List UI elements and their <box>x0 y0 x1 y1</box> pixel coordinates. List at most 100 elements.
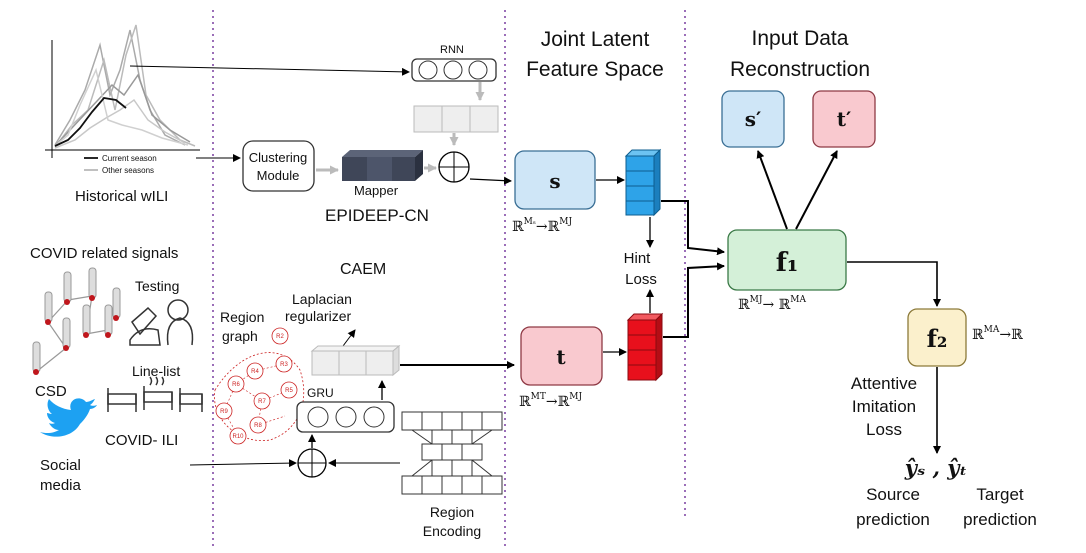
f1-label: f₁ <box>776 248 799 278</box>
target-prediction-label-2: prediction <box>963 510 1037 529</box>
laplacian-label-2: regularizer <box>285 308 351 324</box>
region-graph-label-1: Region <box>220 309 264 325</box>
graph-node-label: R10 <box>232 434 244 440</box>
t-prime-label: t′ <box>837 107 852 131</box>
attentive-label-2: Imitation <box>852 397 916 416</box>
csd-label: CSD <box>35 383 67 400</box>
gru-label: GRU <box>307 386 334 400</box>
recon-title-1: Input Data <box>752 27 849 50</box>
f2-label: f₂ <box>927 324 948 353</box>
testing-label: Testing <box>135 278 179 294</box>
f2-map-arrow: →ℝ <box>999 327 1023 343</box>
arrow-sum-to-s <box>469 176 512 185</box>
graph-node-label: R3 <box>280 362 288 368</box>
social-label-2: media <box>40 477 82 494</box>
arrow-signals-to-sum <box>189 459 297 468</box>
clustering-label-1: Clustering <box>249 150 308 165</box>
twitter-bird-icon <box>40 398 97 437</box>
region-encoding-label-2: Encoding <box>423 523 481 539</box>
graph-node-label: R2 <box>276 334 284 340</box>
mapper-block <box>342 150 423 181</box>
t-map-arrow: →ℝ <box>546 394 570 410</box>
f1-box <box>727 229 847 291</box>
region-encoding-label-1: Region <box>430 504 474 520</box>
connector-f1-to-f2 <box>847 261 941 307</box>
graph-node-label: R9 <box>220 409 228 415</box>
outputs-label: ŷₛ , ŷₜ <box>904 455 967 480</box>
f1-map-sup1: MJ <box>750 295 763 305</box>
rnn-embedding-vector <box>413 105 499 133</box>
rnn-block <box>411 58 497 82</box>
joint-title-2: Feature Space <box>526 58 664 81</box>
s-box <box>514 150 596 210</box>
s-prime-box <box>721 90 785 148</box>
arrow-plot-to-rnn <box>129 65 410 76</box>
sum-node-epideep <box>438 151 470 183</box>
f1-map-base: ℝ <box>738 297 750 313</box>
s-mapping: ℝMₛ→ℝMJ <box>512 217 572 235</box>
hospital-beds-icon <box>107 376 203 412</box>
region-graph-node-labels: R2 R4 R3 R6 R5 R7 R8 R9 R10 <box>220 334 293 440</box>
s-prime-label: s′ <box>745 107 762 131</box>
f1-map-arrow: → ℝ <box>762 297 790 313</box>
f2-map-sup: MA <box>984 325 1000 335</box>
caem-label: CAEM <box>340 261 386 278</box>
t-map-base: ℝ <box>519 394 531 410</box>
clustering-module-box <box>242 140 315 192</box>
region-graph <box>214 327 305 445</box>
hint-loss-label-2: Loss <box>625 271 657 288</box>
hint-loss-label-1: Hint <box>624 250 652 267</box>
f2-box <box>907 308 967 367</box>
social-label-1: Social <box>40 457 81 474</box>
t-box <box>520 326 603 386</box>
joint-title-1: Joint Latent <box>541 28 650 51</box>
line-list-label: Line-list <box>132 363 180 379</box>
s-map-base: ℝ <box>512 219 524 235</box>
s-label: s <box>549 169 560 193</box>
connector-t-to-f1 <box>663 262 725 338</box>
t-latent-stack <box>626 312 664 382</box>
f2-map-base: ℝ <box>972 327 984 343</box>
region-graph-label-2: graph <box>222 328 258 344</box>
source-prediction-label-1: Source <box>866 485 920 504</box>
t-map-sup1: MT <box>531 392 546 402</box>
region-encoding-network <box>401 411 503 495</box>
sum-node-caem <box>297 448 327 478</box>
s-map-sup2: MJ <box>559 217 572 227</box>
t-prime-box <box>812 90 876 148</box>
legend-other-label: Other seasons <box>102 166 154 175</box>
attentive-label-1: Attentive <box>851 374 917 393</box>
mapper-label: Mapper <box>354 183 399 198</box>
source-prediction-label-2: prediction <box>856 510 930 529</box>
arrow-f1-to-t-prime <box>795 150 838 230</box>
csd-tree-icon <box>32 267 121 375</box>
s-latent-stack <box>624 148 662 217</box>
graph-node-label: R8 <box>254 423 262 429</box>
connector-s-to-f1 <box>661 200 725 256</box>
graph-node-label: R5 <box>285 388 293 394</box>
graph-node-label: R4 <box>251 369 259 375</box>
t-mapping: ℝMT→ℝMJ <box>519 392 582 410</box>
historical-wili-plot <box>45 24 200 171</box>
rnn-label: RNN <box>440 44 464 56</box>
s-map-sup1: Mₛ <box>524 217 536 227</box>
epideep-label: EPIDEEP-CN <box>325 206 429 225</box>
covid-signals-label: COVID related signals <box>30 245 178 262</box>
covid-ili-label: COVID- ILI <box>105 432 178 449</box>
laplacian-label-1: Laplacian <box>292 291 352 307</box>
gru-block <box>296 401 395 433</box>
f1-map-sup2: MA <box>790 295 806 305</box>
t-label: t <box>556 345 566 369</box>
t-map-sup2: MJ <box>569 392 582 402</box>
testing-icon <box>129 299 194 346</box>
recon-title-2: Reconstruction <box>730 58 870 81</box>
f1-mapping: ℝMJ→ ℝMA <box>738 295 807 313</box>
caem-embedding-vector <box>310 344 401 377</box>
historical-wili-label: Historical wILI <box>75 188 168 205</box>
arrow-f1-to-s-prime <box>756 150 788 230</box>
f2-mapping: ℝMA→ℝ <box>972 325 1023 343</box>
graph-node-label: R7 <box>258 399 266 405</box>
graph-node-label: R6 <box>232 382 240 388</box>
target-prediction-label-1: Target <box>976 485 1024 504</box>
